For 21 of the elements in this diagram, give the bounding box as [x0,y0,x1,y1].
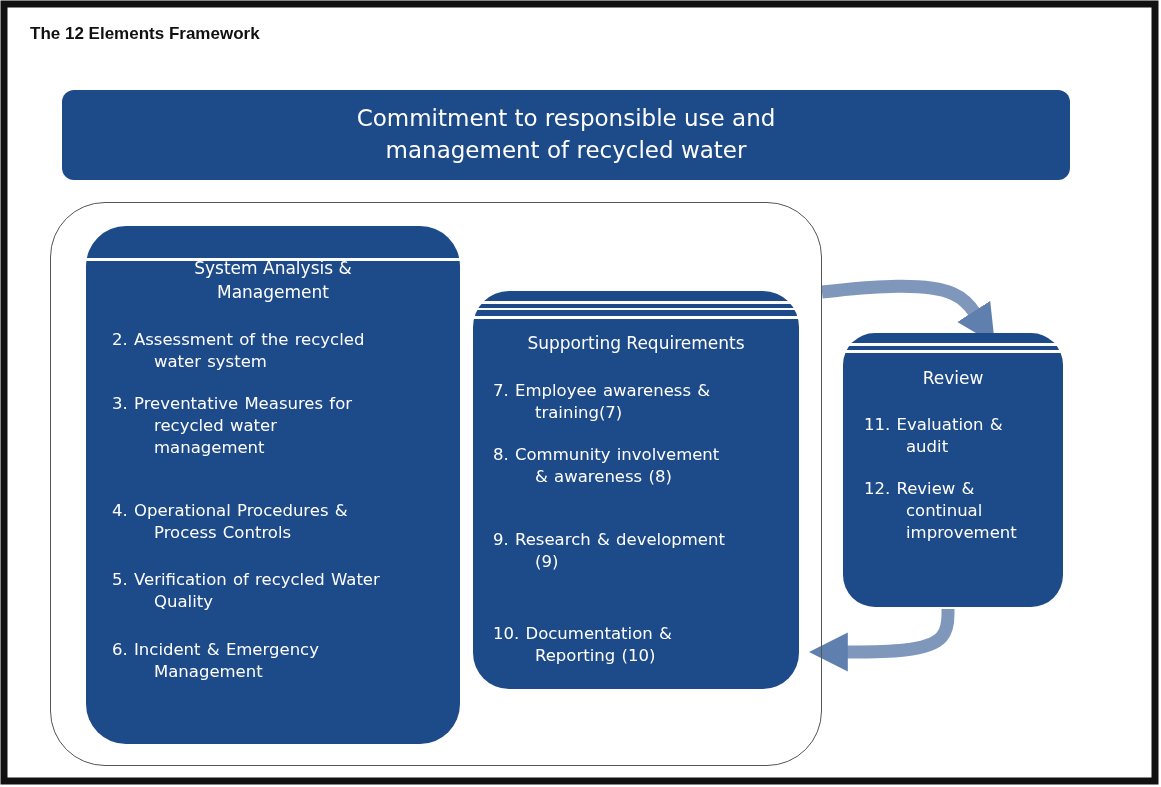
box-heading: System Analysis & Management [193,257,353,304]
list-item: 5. Verification of recycled Water Quality [112,569,381,613]
category-box [473,291,799,689]
category-box [843,333,1063,607]
box-heading: Supporting Requirements [526,332,746,355]
list-item: 12. Review & continual improvement [864,478,1018,544]
category-box [86,226,460,744]
list-item: 4. Operational Procedures & Process Controls [112,500,349,544]
box-heading: Commitment to responsible use and management of recycled water [355,104,777,165]
list-item: 11. Evaluation & audit [864,414,1004,458]
list-item: 10. Documentation & Reporting (10) [493,623,673,667]
group-outline [50,202,822,766]
banner-box [62,90,1070,180]
list-item: 8. Community involvement & awareness (8) [493,444,721,488]
diagram-title: The 12 Elements Framework [30,24,260,44]
list-item: 2. Assessment of the recycled water system [112,329,366,373]
list-item: 6. Incident & Emergency Management [112,639,320,683]
list-item: 9. Research & development (9) [493,529,726,573]
list-item: 3. Preventative Measures for recycled water management [112,393,354,459]
list-item: 7. Employee awareness & training(7) [493,380,712,424]
box-heading: Review [921,367,985,390]
